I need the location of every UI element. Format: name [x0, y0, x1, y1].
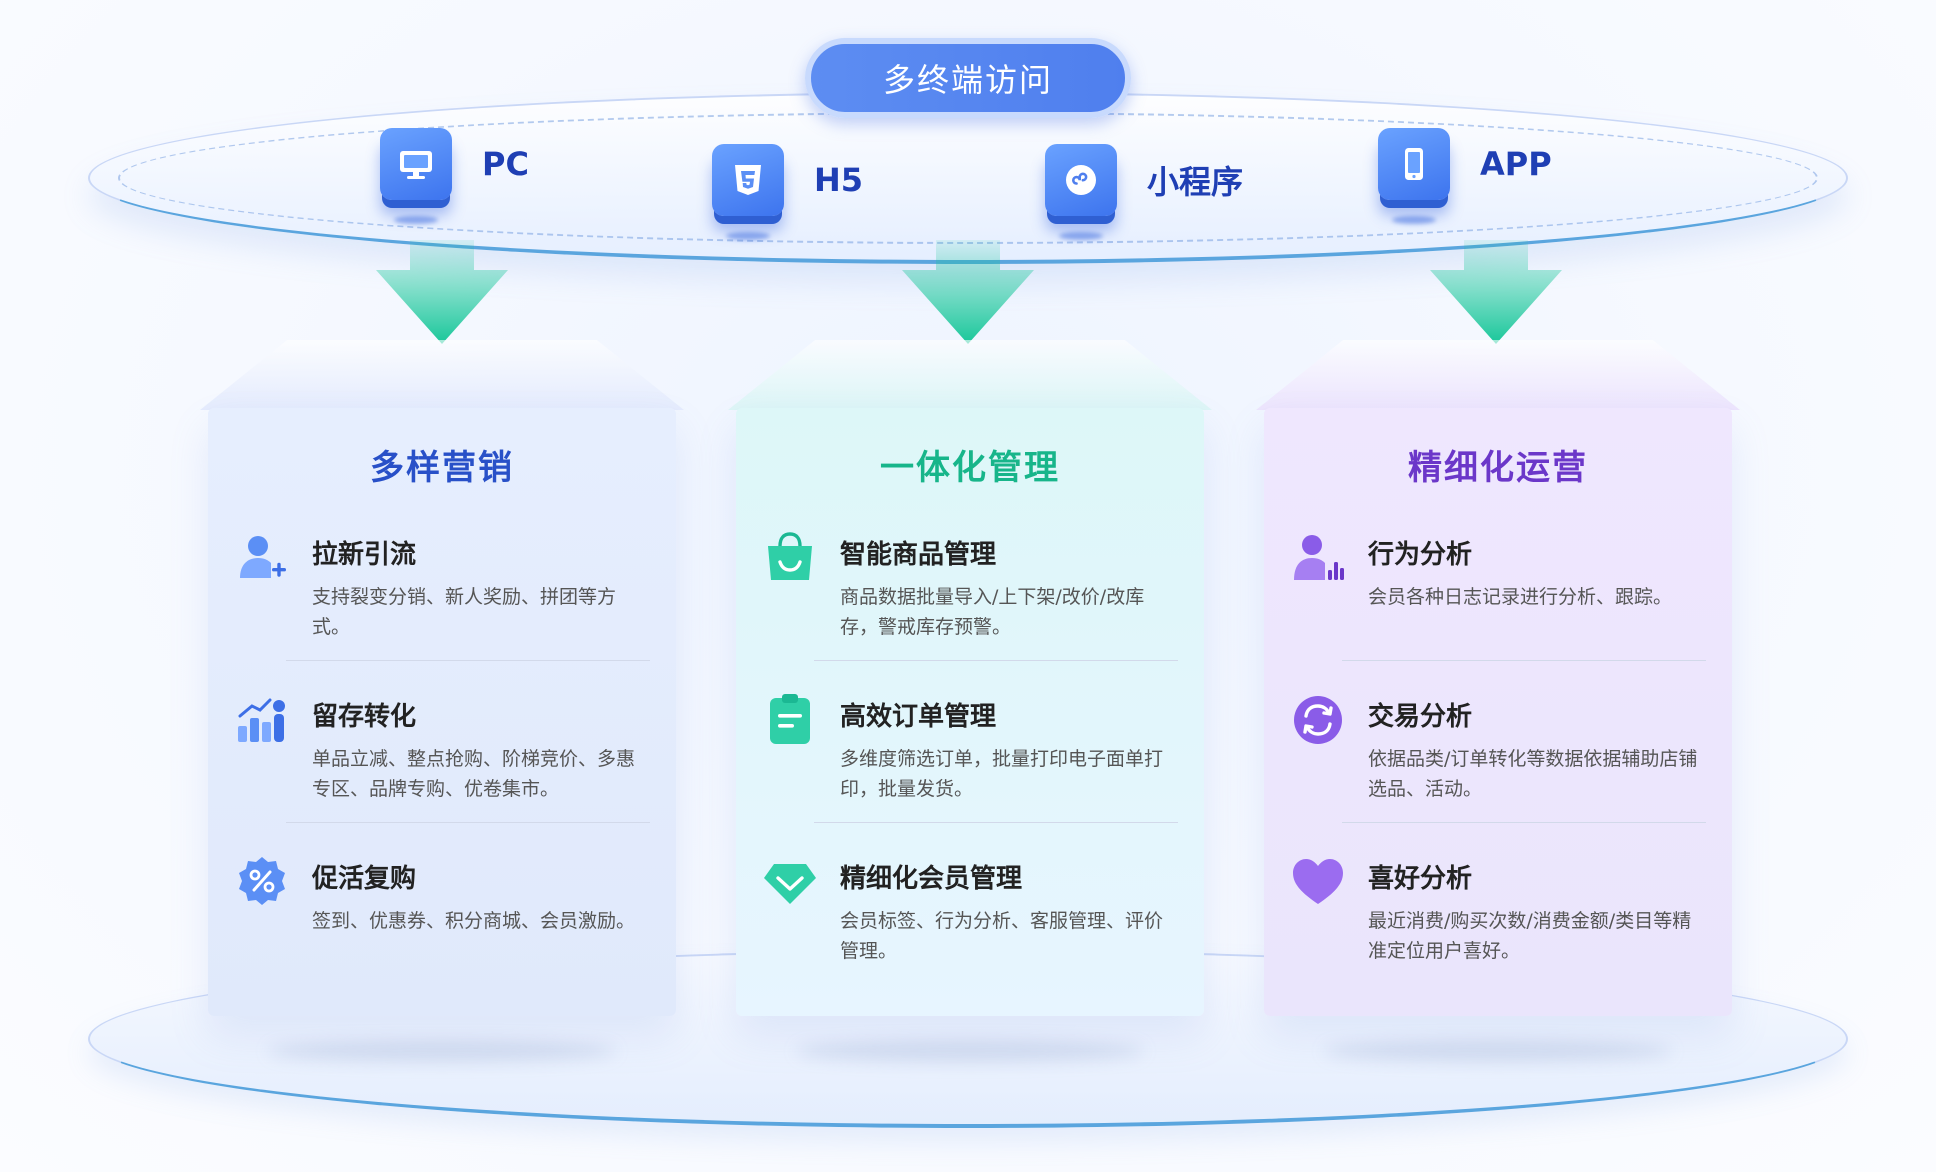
- heart-icon: [1293, 859, 1343, 904]
- feature-title: 精细化会员管理: [840, 864, 1023, 894]
- arrow-down-icon: [376, 240, 508, 344]
- feature-desc: 会员各种日志记录进行分析、跟踪。: [1368, 586, 1673, 608]
- card-title: 一体化管理: [880, 448, 1060, 488]
- header-pill: 多终端访问: [805, 38, 1131, 118]
- exchange-icon: [1294, 696, 1342, 744]
- feature-item: 留存转化 单品立减、整点抢购、阶梯竞价、多惠专区、品牌专购、优卷集市。: [234, 692, 654, 842]
- divider: [1342, 822, 1706, 823]
- divider: [1342, 660, 1706, 661]
- feature-desc: 最近消费/购买次数/消费金额/类目等精准定位用户喜好。: [1368, 910, 1692, 962]
- feature-item: 行为分析 会员各种日志记录进行分析、跟踪。: [1290, 530, 1710, 680]
- feature-title: 智能商品管理: [840, 540, 997, 570]
- terminal-app: APP: [1378, 128, 1552, 200]
- feature-item: 精细化会员管理 会员标签、行为分析、客服管理、评价管理。: [762, 854, 1182, 1004]
- card-shadow: [1324, 1040, 1672, 1062]
- feature-desc: 签到、优惠券、积分商城、会员激励。: [312, 910, 636, 932]
- feature-item: 高效订单管理 多维度筛选订单，批量打印电子面单打印，批量发货。: [762, 692, 1182, 842]
- card-cap: [200, 340, 684, 410]
- divider: [286, 822, 650, 823]
- terminal-h5: H5: [712, 144, 863, 216]
- feature-desc: 支持裂变分销、新人奖励、拼团等方式。: [312, 586, 617, 638]
- feature-item: 拉新引流 支持裂变分销、新人奖励、拼团等方式。: [234, 530, 654, 680]
- feature-item: 喜好分析 最近消费/购买次数/消费金额/类目等精准定位用户喜好。: [1290, 854, 1710, 1004]
- card-shadow: [796, 1040, 1144, 1062]
- feature-title: 交易分析: [1368, 702, 1473, 732]
- feature-item: 交易分析 依据品类/订单转化等数据依据辅助店铺选品、活动。: [1290, 692, 1710, 842]
- card-cap: [1256, 340, 1740, 410]
- feature-item: 智能商品管理 商品数据批量导入/上下架/改价/改库存，警戒库存预警。: [762, 530, 1182, 680]
- top-ring-dashed-line: [118, 112, 1818, 244]
- card-cap: [728, 340, 1212, 410]
- feature-desc: 商品数据批量导入/上下架/改价/改库存，警戒库存预警。: [840, 586, 1145, 638]
- feature-desc: 会员标签、行为分析、客服管理、评价管理。: [840, 910, 1164, 962]
- feature-desc: 多维度筛选订单，批量打印电子面单打印，批量发货。: [840, 748, 1164, 800]
- feature-desc: 单品立减、整点抢购、阶梯竞价、多惠专区、品牌专购、优卷集市。: [312, 748, 636, 800]
- feature-item: 促活复购 签到、优惠券、积分商城、会员激励。: [234, 854, 654, 1004]
- discount-badge-icon: [239, 857, 285, 905]
- feature-title: 喜好分析: [1368, 864, 1473, 894]
- terminal-label-mini-program: 小程序: [1147, 163, 1244, 201]
- diamond-icon: [764, 864, 816, 904]
- mini-program-icon: [1045, 144, 1117, 216]
- arrow-down-icon: [1430, 240, 1562, 344]
- clipboard-icon: [770, 694, 810, 744]
- divider: [814, 822, 1178, 823]
- terminal-label-h5: H5: [814, 161, 864, 199]
- card-title: 多样营销: [370, 448, 514, 488]
- card-body: [736, 408, 1204, 1016]
- feature-title: 拉新引流: [312, 540, 417, 570]
- terminal-mini-program: 小程序: [1045, 144, 1243, 216]
- terminal-label-pc: PC: [482, 145, 529, 183]
- monitor-icon: [380, 128, 452, 200]
- column-card-operations: 精细化运营 行为分析 会员各种日志记录进行分析、跟踪。 交易分析 依据品类/订单…: [1256, 340, 1740, 1062]
- html5-icon: [712, 144, 784, 216]
- divider: [814, 660, 1178, 661]
- card-body: [1264, 408, 1732, 1016]
- divider: [286, 660, 650, 661]
- feature-title: 行为分析: [1368, 540, 1473, 570]
- mobile-phone-icon: [1378, 128, 1450, 200]
- column-card-management: 一体化管理 智能商品管理 商品数据批量导入/上下架/改价/改库存，警戒库存预警。…: [728, 340, 1212, 1062]
- growth-chart-icon: [238, 698, 285, 742]
- feature-desc: 依据品类/订单转化等数据依据辅助店铺选品、活动。: [1368, 748, 1698, 800]
- shopping-bag-icon: [768, 532, 812, 580]
- feature-title: 留存转化: [312, 702, 417, 732]
- feature-title: 促活复购: [312, 864, 417, 894]
- terminal-label-app: APP: [1480, 145, 1552, 183]
- arrow-down-icon: [902, 240, 1034, 344]
- card-title: 精细化运营: [1408, 448, 1588, 488]
- user-analytics-icon: [1294, 535, 1344, 580]
- terminal-pc: PC: [380, 128, 529, 200]
- feature-title: 高效订单管理: [840, 702, 997, 732]
- column-card-marketing: 多样营销 拉新引流 支持裂变分销、新人奖励、拼团等方式。 留存转化 单品立减、整…: [200, 340, 684, 1062]
- card-body: [208, 408, 676, 1016]
- add-user-icon: [240, 536, 286, 578]
- card-shadow: [268, 1040, 616, 1062]
